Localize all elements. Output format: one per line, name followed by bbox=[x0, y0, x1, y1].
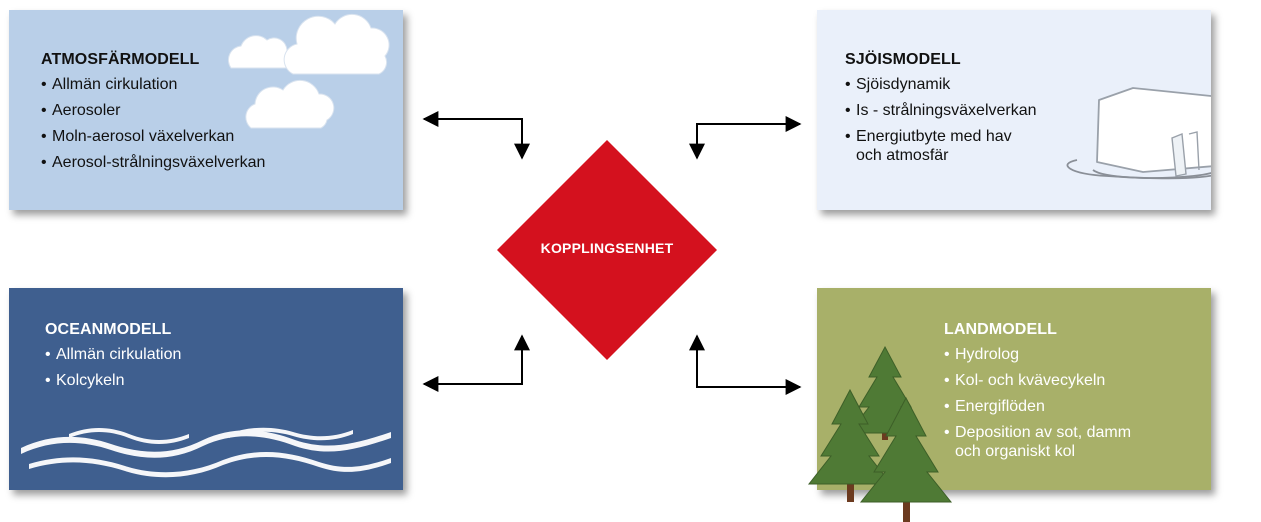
list-item: •Kol- och kvävecykeln bbox=[944, 372, 1106, 389]
coupler-label: KOPPLINGSENHET bbox=[540, 240, 674, 256]
list-item-continuation: och atmosfär bbox=[856, 147, 949, 164]
land-title: LANDMODELL bbox=[944, 321, 1057, 338]
atmosphere-title: ATMOSFÄRMODELL bbox=[41, 51, 200, 68]
list-item: •Aerosol-strålningsväxelverkan bbox=[41, 154, 266, 171]
list-item: •Kolcykeln bbox=[45, 372, 125, 389]
list-item: •Energiflöden bbox=[944, 398, 1045, 415]
list-item: •Allmän cirkulation bbox=[41, 76, 178, 93]
ocean-list: •Allmän cirkulation •Kolcykeln bbox=[45, 345, 181, 390]
list-item: •Moln-aerosol växelverkan bbox=[41, 128, 235, 145]
iceberg-icon bbox=[1066, 87, 1211, 180]
clouds-icon bbox=[227, 13, 390, 129]
list-item: •Allmän cirkulation bbox=[45, 346, 182, 363]
list-item: •Sjöisdynamik bbox=[845, 76, 951, 93]
atmosphere-list: •Allmän cirkulation •Aerosoler •Moln-aer… bbox=[41, 75, 265, 172]
waves-icon bbox=[21, 427, 391, 478]
ocean-model-box: OCEANMODELL •Allmän cirkulation •Kolcyke… bbox=[9, 288, 403, 490]
sea-ice-model-box: SJÖISMODELL •Sjöisdynamik •Is - strålnin… bbox=[817, 10, 1211, 210]
land-text: LANDMODELL •Hydrolog •Kol- och kvävecyke… bbox=[944, 321, 1131, 468]
ocean-text: OCEANMODELL •Allmän cirkulation •Kolcyke… bbox=[45, 321, 181, 397]
ocean-title: OCEANMODELL bbox=[45, 321, 172, 338]
list-item: •Is - strålningsväxelverkan bbox=[845, 102, 1037, 119]
list-item-continuation: och organiskt kol bbox=[955, 443, 1076, 460]
land-list: •Hydrolog •Kol- och kvävecykeln •Energif… bbox=[944, 345, 1131, 461]
list-item: •Energiutbyte med hav bbox=[845, 128, 1012, 145]
sea-ice-text: SJÖISMODELL •Sjöisdynamik •Is - strålnin… bbox=[845, 51, 1037, 172]
sea-ice-list: •Sjöisdynamik •Is - strålningsväxelverka… bbox=[845, 75, 1037, 165]
atmosphere-text: ATMOSFÄRMODELL •Allmän cirkulation •Aero… bbox=[41, 51, 265, 179]
list-item: •Aerosoler bbox=[41, 102, 121, 119]
coupler-diamond bbox=[497, 140, 717, 360]
sea-ice-title: SJÖISMODELL bbox=[845, 51, 961, 68]
land-model-box: LANDMODELL •Hydrolog •Kol- och kvävecyke… bbox=[817, 288, 1211, 490]
list-item: •Deposition av sot, damm bbox=[944, 424, 1132, 441]
list-item: •Hydrolog bbox=[944, 346, 1020, 363]
atmosphere-model-box: ATMOSFÄRMODELL •Allmän cirkulation •Aero… bbox=[9, 10, 403, 210]
